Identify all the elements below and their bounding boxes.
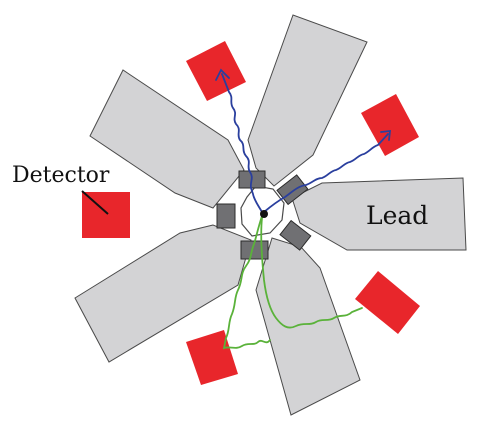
- detectors: [82, 41, 420, 385]
- lead-arm-right: [291, 177, 467, 251]
- green-path-bottom-left: [222, 215, 271, 350]
- detector-bottom-right: [355, 271, 420, 334]
- lead-arm-upper-left: [89, 69, 245, 209]
- blue-path-top: [221, 73, 263, 213]
- blue-path-right: [263, 133, 389, 213]
- blue-arrow-right: [380, 129, 392, 141]
- small-blocks: [216, 170, 312, 260]
- block-left: [216, 203, 236, 229]
- detector-left: [82, 192, 130, 238]
- blue-arrow-top: [215, 68, 230, 81]
- green-paths: [222, 215, 363, 350]
- green-path-bottom-right: [260, 217, 363, 329]
- lead-arm-lower-right: [255, 237, 361, 416]
- lead-arm-left: [74, 224, 252, 363]
- detector-bottom-left: [186, 330, 238, 385]
- detector-leader-line: [81, 190, 109, 215]
- detector-top: [186, 41, 246, 101]
- lead-arm-top: [247, 14, 368, 187]
- blue-paths: [215, 68, 392, 213]
- lead-label: Lead: [366, 201, 428, 230]
- block-lower-right: [279, 219, 312, 251]
- detector-label: Detector: [12, 163, 110, 188]
- detector-top-right: [361, 94, 419, 156]
- lead-shielding: [74, 14, 467, 416]
- source-point: [260, 210, 268, 218]
